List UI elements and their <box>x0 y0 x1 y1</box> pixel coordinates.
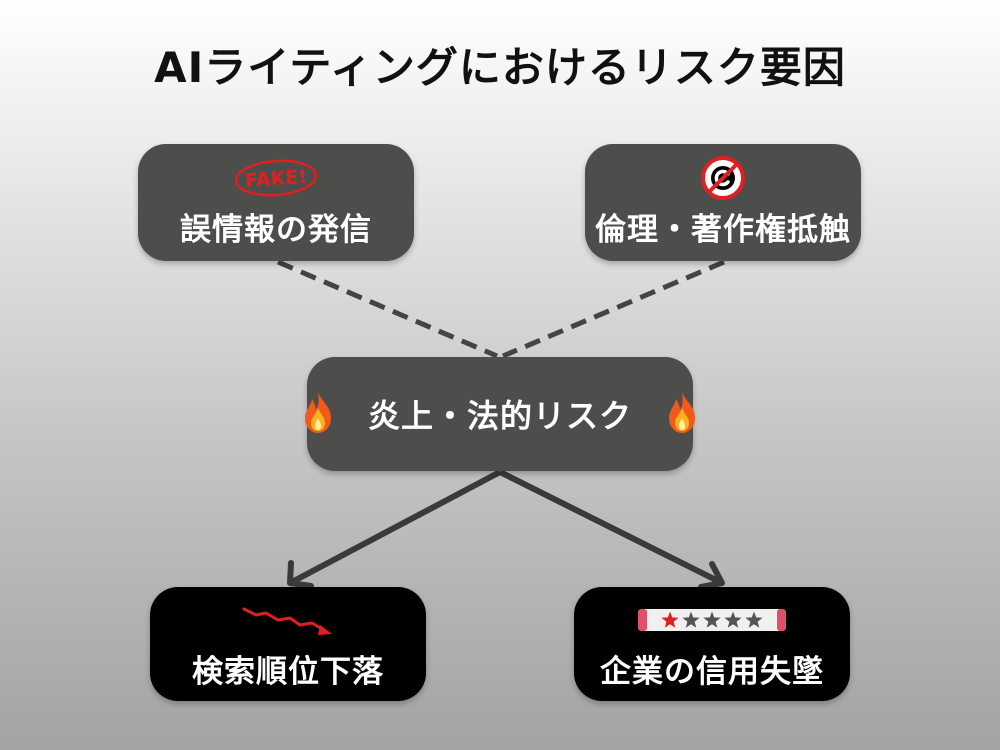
star-empty <box>724 611 742 628</box>
node-search-ranking-drop: 検索順位下落 <box>150 587 426 701</box>
node-misinformation: FAKE! 誤情報の発信 <box>138 144 414 261</box>
node-ethics-copyright-label: 倫理・著作権抵触 <box>595 212 851 248</box>
arrow-to-trust <box>498 469 724 586</box>
no-copyright-icon <box>701 156 745 200</box>
one-star-rating-icon <box>636 598 788 642</box>
page-title: AIライティングにおけるリスク要因 <box>154 43 846 92</box>
dashed-connector-left <box>277 259 498 359</box>
arrowhead-seo <box>287 560 314 589</box>
downtrend-icon <box>240 598 336 642</box>
node-ethics-copyright: 倫理・著作権抵触 <box>585 144 861 261</box>
star-empty <box>745 611 763 628</box>
star-empty <box>682 611 700 628</box>
arrowhead-trust <box>698 561 725 590</box>
node-corporate-trust-loss: 企業の信用失墜 <box>574 587 850 701</box>
node-search-ranking-drop-label: 検索順位下落 <box>192 653 384 690</box>
arrow-to-seo <box>288 469 502 586</box>
dashed-connector-right <box>502 259 725 359</box>
node-corporate-trust-loss-label: 企業の信用失墜 <box>600 653 824 690</box>
node-flaming-legal-risk: 炎上・法的リスク <box>305 357 696 471</box>
fire-icon <box>302 390 334 438</box>
fake-stamp-icon: FAKE! <box>233 156 319 200</box>
star-filled <box>661 611 679 628</box>
star-empty <box>703 611 721 628</box>
fake-stamp-text: FAKE! <box>244 166 307 192</box>
fire-icon <box>666 390 698 438</box>
node-misinformation-label: 誤情報の発信 <box>180 212 372 248</box>
node-flaming-legal-risk-label: 炎上・法的リスク <box>368 397 633 435</box>
